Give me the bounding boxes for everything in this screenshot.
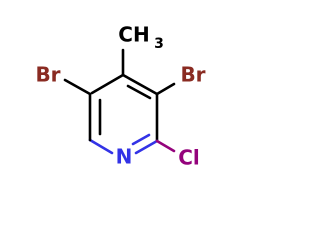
bond-c4-c3-inner (126, 84, 152, 100)
molecule-structure: Br Br N Cl CH 3 (35, 23, 205, 170)
bond-c5-c4 (90, 73, 125, 95)
bond-n-c6 (88, 138, 114, 155)
bromine-left-label: Br (35, 63, 60, 87)
chlorine-label: Cl (178, 146, 200, 170)
methyl-subscript: 3 (154, 36, 164, 52)
bond-c2-n (134, 139, 159, 155)
bond-lines (63, 48, 176, 155)
bond-c3-br (155, 82, 176, 96)
methyl-label: CH (118, 23, 149, 47)
bromine-right-label: Br (180, 63, 205, 87)
nitrogen-label: N (116, 145, 133, 169)
bond-c4-c3 (121, 73, 159, 96)
bond-c2-cl (155, 139, 176, 153)
bond-c2-n-inner (131, 133, 151, 146)
bond-c5-br (63, 78, 92, 96)
atom-labels: Br Br N Cl CH 3 (35, 23, 205, 170)
